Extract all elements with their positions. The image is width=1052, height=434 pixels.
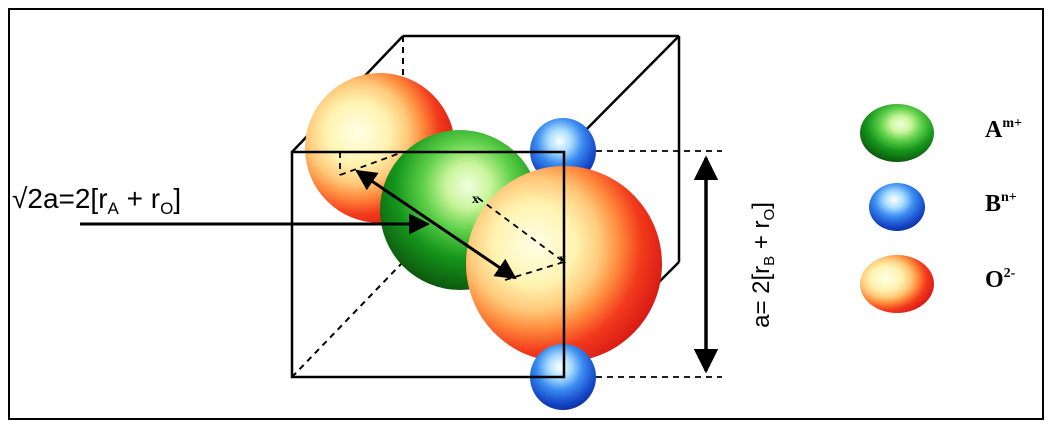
formula-text: a= 2[r <box>748 265 775 328</box>
formula-subscript: B <box>761 255 778 266</box>
blue-sphere-icon <box>869 183 925 231</box>
legend-charge: m+ <box>1002 116 1022 131</box>
center-mark: x <box>559 252 566 267</box>
legend-label-b: Bn+ <box>985 190 1017 218</box>
legend-ion: O <box>985 267 1004 293</box>
cube-front-face <box>290 150 566 379</box>
legend-ion: B <box>985 191 1002 217</box>
formula-text: + r <box>118 183 161 214</box>
formula-text: √2a=2[r <box>12 183 108 214</box>
dimension-guides <box>596 150 722 378</box>
green-sphere-icon <box>860 104 934 162</box>
formula-subscript: A <box>107 199 119 218</box>
formula-text: ] <box>173 183 182 214</box>
tolerance-formula-a: √2a=2[rA + rO] <box>12 183 181 219</box>
legend-charge: n+ <box>1001 190 1017 205</box>
formula-subscript: O <box>160 199 174 218</box>
formula-text: + r <box>748 220 775 256</box>
face-diagonal-arrow <box>355 169 517 280</box>
internal-dashed-lines <box>339 151 565 281</box>
legend-label-a: Am+ <box>985 116 1022 144</box>
formula-subscript: O <box>761 208 778 221</box>
center-mark: x <box>472 192 479 207</box>
legend-ion: A <box>985 117 1003 143</box>
formula-text: ] <box>748 202 775 209</box>
red-sphere-icon <box>860 255 934 313</box>
legend-label-o: O2- <box>985 266 1015 294</box>
tolerance-formula-b: a= 2[rB + rO] <box>748 202 778 328</box>
legend-charge: 2- <box>1003 266 1016 281</box>
